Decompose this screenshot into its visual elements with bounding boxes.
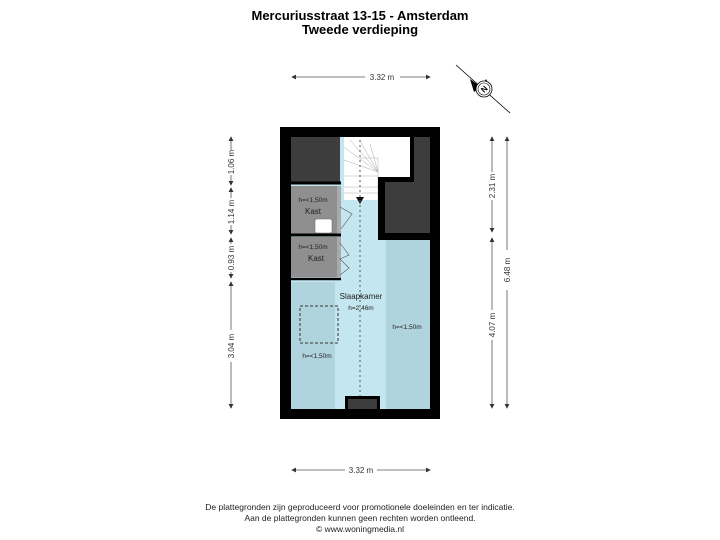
svg-text:h=<1,50m: h=<1,50m bbox=[298, 244, 327, 251]
svg-text:2.31 m: 2.31 m bbox=[488, 173, 497, 198]
svg-text:N: N bbox=[479, 84, 490, 95]
low-ceiling-right bbox=[386, 240, 430, 409]
low-ceiling-left bbox=[291, 282, 335, 409]
bottom-width-dimension: 3.32 m bbox=[291, 466, 431, 475]
void-block-top-left bbox=[291, 137, 340, 182]
svg-text:1.14 m: 1.14 m bbox=[227, 199, 236, 224]
svg-text:3.32 m: 3.32 m bbox=[349, 466, 374, 475]
svg-text:3.32 m: 3.32 m bbox=[370, 73, 395, 82]
svg-text:3.04 m: 3.04 m bbox=[227, 333, 236, 358]
svg-text:h=<1,50m: h=<1,50m bbox=[298, 197, 327, 204]
floor-subtitle: Tweede verdieping bbox=[301, 22, 419, 37]
svg-text:4.07 m: 4.07 m bbox=[488, 312, 497, 337]
svg-text:1.06 m: 1.06 m bbox=[227, 149, 236, 174]
kast-2 bbox=[291, 237, 340, 277]
void-block-right bbox=[385, 182, 430, 233]
chimney bbox=[348, 399, 377, 409]
compass-north-icon: N bbox=[455, 64, 512, 115]
disclaimer-line-2: Aan de plattegronden kunnen geen rechten… bbox=[244, 513, 476, 523]
svg-text:h=<1,50m: h=<1,50m bbox=[302, 353, 331, 360]
right-dimensions bbox=[489, 136, 510, 409]
top-width-dimension: 3.32 m bbox=[291, 73, 431, 82]
svg-text:Kast: Kast bbox=[305, 207, 322, 216]
boiler-icon bbox=[314, 218, 333, 234]
svg-text:h=<1,50m: h=<1,50m bbox=[392, 324, 421, 331]
stair-treads bbox=[343, 139, 379, 200]
svg-text:Slaapkamer: Slaapkamer bbox=[340, 292, 383, 301]
svg-text:Kast: Kast bbox=[308, 254, 325, 263]
door-swing bbox=[339, 242, 350, 276]
svg-text:6.48 m: 6.48 m bbox=[503, 257, 512, 282]
svg-text:0.93 m: 0.93 m bbox=[227, 245, 236, 270]
plan-title: Mercuriusstraat 13-15 - Amsterdam bbox=[251, 8, 469, 23]
skylight bbox=[299, 305, 339, 344]
disclaimer-line-1: De plattegronden zijn geproduceerd voor … bbox=[205, 502, 515, 512]
svg-text:h=2,46m: h=2,46m bbox=[348, 305, 373, 312]
copyright: © www.woningmedia.nl bbox=[316, 524, 404, 534]
door-swing bbox=[339, 206, 353, 230]
